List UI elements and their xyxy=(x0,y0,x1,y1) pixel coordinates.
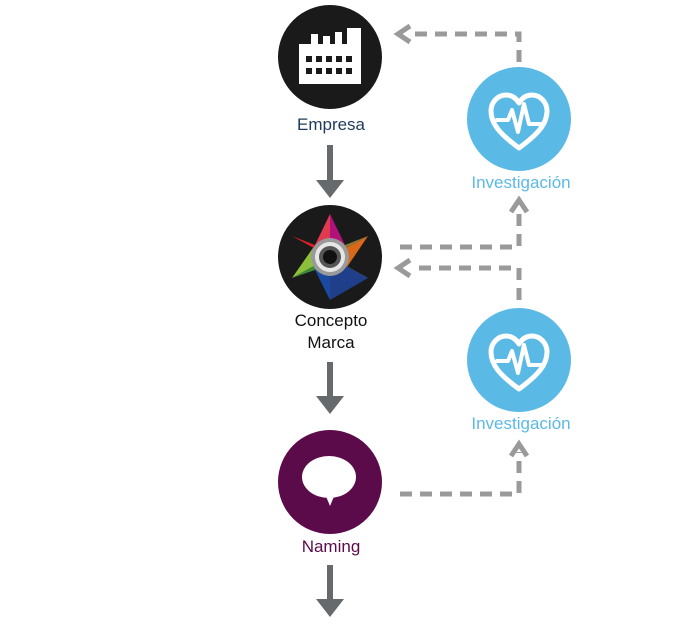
empresa-label: Empresa xyxy=(296,115,366,134)
naming-label: Naming xyxy=(301,537,361,556)
heart-pulse-icon xyxy=(488,333,550,392)
dashed-naming-to-inv2 xyxy=(400,439,530,497)
concepto-label-line1: Concepto xyxy=(294,311,368,330)
concepto-marca-label: Concepto Marca xyxy=(256,310,406,354)
investigacion-label-1: Investigación xyxy=(471,173,571,192)
investigacion-node-1 xyxy=(467,67,571,171)
arrow-concepto-to-naming xyxy=(316,362,344,414)
arrow-empresa-to-concepto xyxy=(316,145,344,198)
arrow-naming-out xyxy=(316,565,344,617)
empresa-node xyxy=(278,5,382,109)
investigacion-node-2 xyxy=(467,308,571,412)
speech-bubble-icon xyxy=(302,456,356,506)
naming-node xyxy=(278,430,382,534)
dashed-inv2-to-concepto xyxy=(393,257,522,300)
dashed-inv1-to-empresa xyxy=(393,23,522,82)
concepto-node xyxy=(278,205,382,309)
factory-icon xyxy=(299,28,361,84)
concepto-label-line2: Marca xyxy=(307,333,355,352)
dashed-concepto-to-inv1 xyxy=(400,195,530,250)
investigacion-label-2: Investigación xyxy=(471,414,571,433)
star-lens-icon xyxy=(292,214,368,300)
heart-pulse-icon xyxy=(488,92,550,151)
